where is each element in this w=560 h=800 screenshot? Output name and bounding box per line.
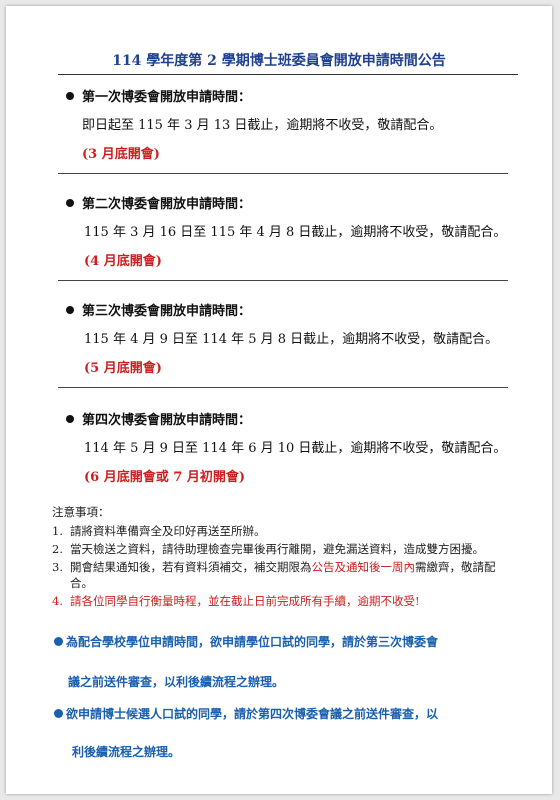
highlight-degree-exam: 為配合學校學位申請時間，欲申請學位口試的同學，請於第三次博委會 議之前送件審查，… bbox=[54, 634, 524, 689]
section-meeting-note: (3 月底開會) bbox=[82, 147, 160, 162]
bullet-icon bbox=[54, 637, 63, 646]
section-divider bbox=[58, 173, 508, 174]
section-heading: 第四次博委會開放申請時間： bbox=[66, 409, 251, 428]
document-page: 114 學年度第 2 學期博士班委員會開放申請時間公告 第一次博委會開放申請時間… bbox=[6, 6, 552, 794]
note-number: 2. bbox=[52, 542, 63, 556]
section-heading: 第一次博委會開放申請時間： bbox=[66, 86, 251, 105]
section-heading: 第三次博委會開放申請時間： bbox=[66, 300, 251, 319]
bullet-icon bbox=[54, 709, 63, 718]
section-date-line: 115 年 3 月 16 日至 115 年 4 月 8 日截止，逾期將不收受，敬… bbox=[84, 225, 507, 240]
bullet-icon bbox=[66, 306, 74, 314]
note-text: 當天檢送之資料，請待助理檢查完畢後再行離開，避免漏送資料，造成雙方困擾。 bbox=[70, 542, 484, 556]
notes-section: 注意事項： 1. 請將資料準備齊全及印好再送至所辦。 2. 當天檢送之資料，請待… bbox=[52, 504, 512, 611]
note-number: 4. bbox=[52, 594, 63, 608]
bullet-icon bbox=[66, 92, 74, 100]
highlight-candidate-exam: 欲申請博士候選人口試的同學，請於第四次博委會議之前送件審查，以 利後續流程之辦理… bbox=[54, 706, 524, 759]
section-meeting-note: (5 月底開會) bbox=[84, 361, 162, 376]
notes-title: 注意事項： bbox=[52, 505, 110, 519]
note-deadline-highlight: 公告及通知後一周內 bbox=[311, 560, 416, 574]
title-divider bbox=[58, 74, 518, 75]
note-text-end: 需繳齊，敬請配合。 bbox=[70, 560, 496, 590]
section-meeting-note: (6 月底開會或 7 月初開會) bbox=[84, 470, 245, 485]
highlight-line-2: 利後續流程之辦理。 bbox=[72, 745, 181, 759]
section-divider bbox=[58, 387, 508, 388]
section-date-line: 115 年 4 月 9 日至 114 年 5 月 8 日截止，逾期將不收受，敬請… bbox=[84, 332, 499, 347]
note-number: 1. bbox=[52, 524, 63, 538]
section-date-line: 即日起至 115 年 3 月 13 日截止，逾期將不收受，敬請配合。 bbox=[82, 118, 443, 133]
section-date-line: 114 年 5 月 9 日至 114 年 6 月 10 日截止，逾期將不收受，敬… bbox=[84, 441, 507, 456]
highlight-line-1: 為配合學校學位申請時間，欲申請學位口試的同學，請於第三次博委會 bbox=[66, 635, 439, 649]
note-item-1: 1. 請將資料準備齊全及印好再送至所辦。 bbox=[52, 523, 512, 539]
highlight-line-2: 議之前送件審查，以利後續流程之辦理。 bbox=[68, 675, 285, 689]
note-item-4: 4. 請各位同學自行衡量時程，並在截止日前完成所有手續，逾期不收受! bbox=[52, 593, 512, 609]
page-title: 114 學年度第 2 學期博士班委員會開放申請時間公告 bbox=[112, 53, 446, 69]
highlight-line-1: 欲申請博士候選人口試的同學，請於第四次博委會議之前送件審查，以 bbox=[66, 707, 439, 721]
note-text: 請將資料準備齊全及印好再送至所辦。 bbox=[70, 524, 266, 538]
note-text: 開會結果通知後，若有資料須補交，補交期限為 bbox=[70, 560, 312, 574]
note-text: 請各位同學自行衡量時程，並在截止日前完成所有手續，逾期不收受! bbox=[70, 594, 420, 608]
section-meeting-note: (4 月底開會) bbox=[84, 254, 162, 269]
note-number: 3. bbox=[52, 560, 63, 574]
bullet-icon bbox=[66, 415, 74, 423]
section-heading: 第二次博委會開放申請時間： bbox=[66, 193, 251, 212]
section-divider bbox=[58, 280, 508, 281]
bullet-icon bbox=[66, 199, 74, 207]
note-item-3: 3. 開會結果通知後，若有資料須補交，補交期限為公告及通知後一周內需繳齊，敬請配… bbox=[52, 559, 512, 591]
note-item-2: 2. 當天檢送之資料，請待助理檢查完畢後再行離開，避免漏送資料，造成雙方困擾。 bbox=[52, 541, 512, 557]
